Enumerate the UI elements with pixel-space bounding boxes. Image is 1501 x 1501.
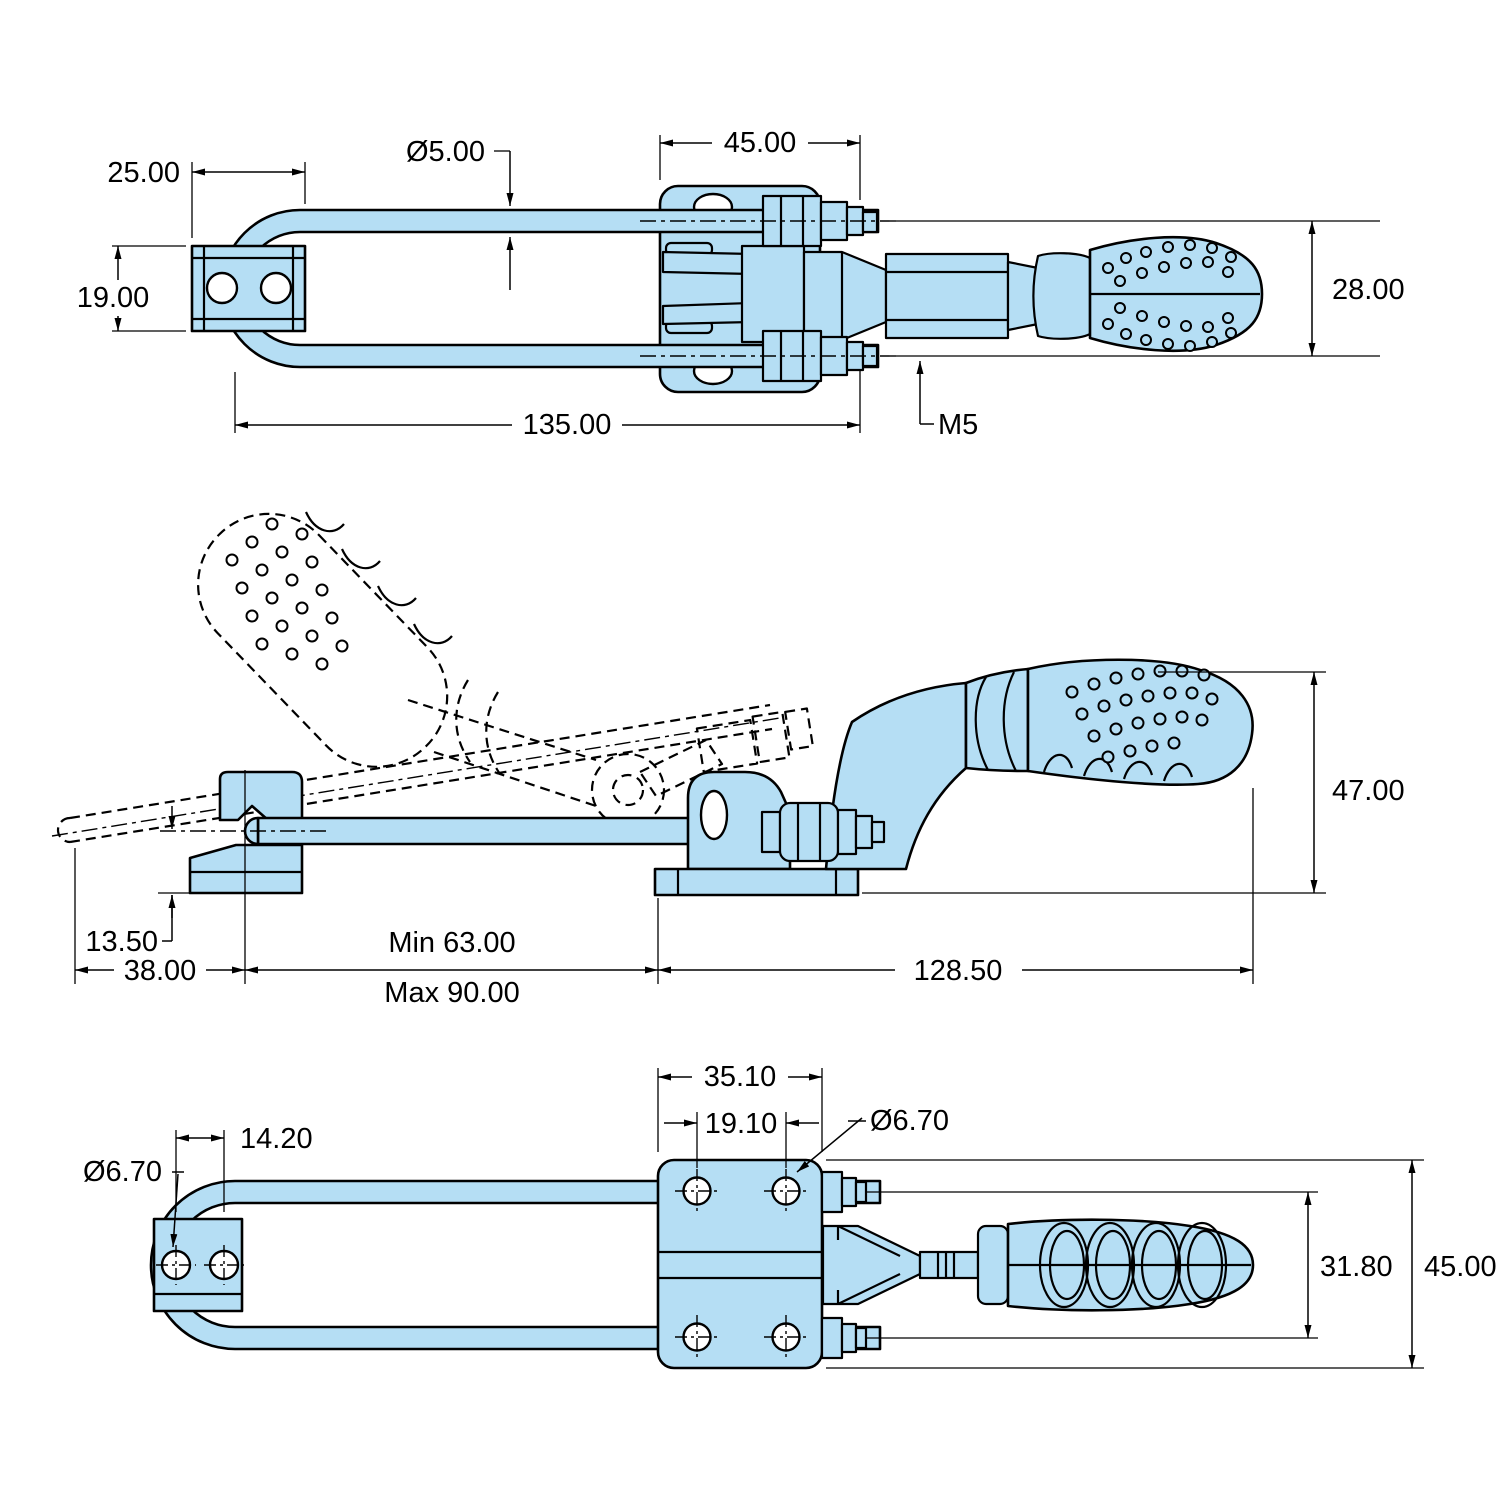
- dim-13-5-label: 13.50: [85, 926, 158, 958]
- plan-toggle-and-handle: [821, 1218, 1255, 1312]
- dim-45-label: 45.00: [724, 127, 797, 159]
- dim-6-7-left-label: Ø6.70: [83, 1156, 162, 1188]
- latch-block-plan: [152, 1217, 244, 1313]
- grip-dimples: [1102, 239, 1237, 352]
- ghost-grip: [196, 512, 449, 768]
- ghost-rod-bottom: [69, 727, 773, 844]
- latch-hole-left: [205, 271, 239, 305]
- plan-grip-grooves: [1038, 1221, 1228, 1309]
- bottom-view-dimensions: 35.10 19.10 Ø6.70 14.20 Ø6.70 31.80: [83, 1061, 1497, 1369]
- dim-25-label: 25.00: [107, 157, 180, 189]
- grip-dimples-side: [1065, 664, 1219, 764]
- dim-45-plan-label: 45.00: [1424, 1251, 1497, 1283]
- bottom-view: 35.10 19.10 Ø6.70 14.20 Ø6.70 31.80: [83, 1061, 1497, 1370]
- keeper-lower: [188, 843, 304, 895]
- dim-m5-label: M5: [938, 409, 978, 441]
- keeper-upper: [218, 770, 304, 822]
- grip-collar: [1032, 252, 1092, 340]
- ghost-rod-top: [69, 703, 771, 820]
- draw-bar: [160, 816, 772, 846]
- dim-19-1-label: 19.10: [705, 1108, 778, 1140]
- clevis-block: [740, 244, 806, 344]
- dim-35-1-label: 35.10: [704, 1061, 777, 1093]
- latch-hole-right: [259, 271, 293, 305]
- dim-135-label: 135.00: [523, 409, 612, 441]
- mounting-plate-plan: [656, 1158, 824, 1370]
- ghost-grip-dimples: [225, 517, 349, 671]
- plate-hole-centerlines: [675, 1169, 808, 1359]
- dim-min-label: Min 63.00: [388, 927, 515, 959]
- top-view-dimensions: 45.00 Ø5.00 25.00 19.00 28.00: [77, 127, 1405, 441]
- dim-max-label: Max 90.00: [384, 977, 519, 1009]
- dim-6-7-top-label: Ø6.70: [870, 1105, 949, 1137]
- base-plate: [653, 867, 860, 897]
- dim-47-label: 47.00: [1332, 775, 1405, 807]
- dim-19-label: 19.00: [77, 282, 150, 314]
- dim-28-label: 28.00: [1332, 274, 1405, 306]
- side-view-dimensions: 47.00 13.50 38.00 Min 63.00 Max 90.00: [74, 671, 1405, 1009]
- closed-lever-and-handle: [824, 658, 1254, 871]
- spindle-and-handle: [802, 235, 1264, 353]
- dim-38-label: 38.00: [124, 955, 197, 987]
- dim-31-8-label: 31.80: [1320, 1251, 1393, 1283]
- open-position-ghost: [51, 511, 814, 844]
- dim-128-5-label: 128.50: [914, 955, 1003, 987]
- side-view: 47.00 13.50 38.00 Min 63.00 Max 90.00: [51, 511, 1405, 1009]
- turnbuckle-nuts: [760, 801, 886, 863]
- top-view: 45.00 Ø5.00 25.00 19.00 28.00: [77, 127, 1405, 441]
- dim-14-2-label: 14.20: [240, 1123, 313, 1155]
- dim-rod-dia-label: Ø5.00: [406, 136, 485, 168]
- latch-block: [190, 244, 307, 333]
